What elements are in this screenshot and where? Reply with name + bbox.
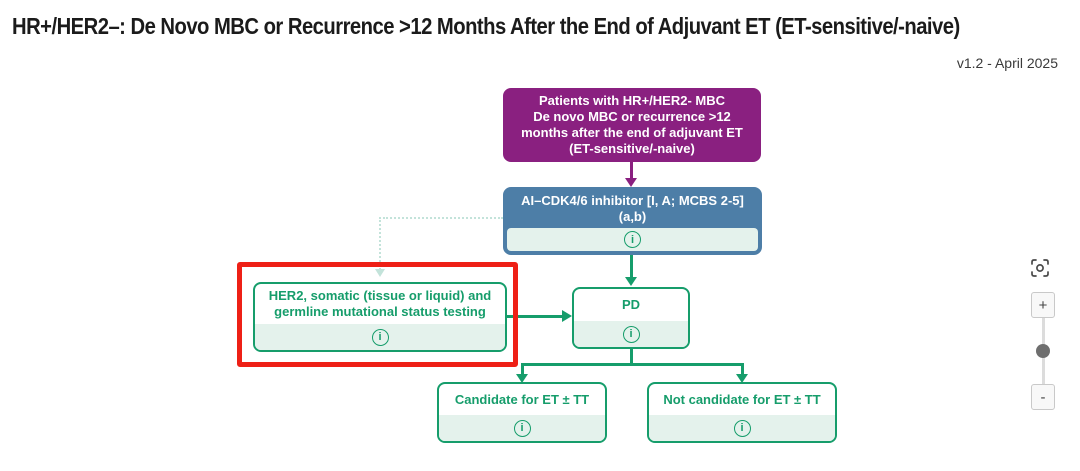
node-ai-cdk46-inhibitor[interactable]: AI–CDK4/6 inhibitor [I, A; MCBS 2-5] (a,… [503,187,762,255]
zoom-in-button[interactable]: + [1031,292,1055,318]
node-testing-text: HER2, somatic (tissue or liquid) and ger… [255,284,505,324]
node-patients-line: months after the end of adjuvant ET [521,125,743,140]
info-icon[interactable]: i [371,328,389,346]
info-icon[interactable]: i [622,325,640,343]
node-patients-line: De novo MBC or recurrence >12 [533,109,731,124]
arrow-patients-to-treatment [630,162,633,180]
arrow-treatment-to-pd [630,255,633,279]
arrowhead-patients-to-treatment [625,178,637,187]
arrowhead-treatment-to-pd [625,277,637,286]
version-label: v1.2 - April 2025 [956,55,1058,71]
node-patients-line: (ET-sensitive/-naive) [569,141,695,156]
node-candidate-label: Candidate for ET ± TT [454,391,590,407]
dashed-connector-horizontal [383,217,503,219]
info-strip[interactable]: i [574,321,688,347]
node-candidate-text: Candidate for ET ± TT [439,384,605,415]
info-strip[interactable]: i [439,415,605,441]
node-pd-text: PD [574,289,688,321]
info-icon[interactable]: i [624,231,641,248]
arrowhead-to-not-candidate [736,374,748,383]
info-strip[interactable]: i [649,415,835,441]
node-testing-line: HER2, somatic (tissue or liquid) and [268,288,492,303]
node-pd-label: PD [621,297,641,312]
node-not-candidate-label: Not candidate for ET ± TT [663,391,821,407]
info-icon[interactable]: i [733,419,751,437]
fit-view-icon [1031,259,1049,277]
page-title: HR+/HER2–: De Novo MBC or Recurrence >12… [12,13,960,39]
arrowhead-testing-to-pd [562,310,572,322]
info-icon[interactable]: i [513,419,531,437]
branch-stem-line [630,349,633,366]
arrowhead-to-candidate [516,374,528,383]
branch-left-line [521,363,524,376]
node-patients-text: Patients with HR+/HER2- MBC De novo MBC … [505,90,759,160]
node-candidate-et-tt[interactable]: Candidate for ET ± TT i [437,382,607,443]
info-strip[interactable]: i [507,228,758,251]
branch-right-line [741,363,744,376]
node-ai-cdk46-line: AI–CDK4/6 inhibitor [I, A; MCBS 2-5] [521,192,744,208]
fit-view-button[interactable] [1027,255,1053,281]
branch-horizontal-line [521,363,744,366]
dashed-connector-vertical [379,217,381,270]
zoom-out-button[interactable]: - [1031,384,1055,410]
node-testing-line: germline mutational status testing [274,304,486,319]
dashed-connector-arrowhead [375,269,385,277]
node-not-candidate-et-tt[interactable]: Not candidate for ET ± TT i [647,382,837,443]
node-pd[interactable]: PD i [572,287,690,349]
node-ai-cdk46-line: (a,b) [618,208,647,224]
arrow-testing-to-pd [507,315,564,318]
node-patients[interactable]: Patients with HR+/HER2- MBC De novo MBC … [503,88,761,162]
node-ai-cdk46-text: AI–CDK4/6 inhibitor [I, A; MCBS 2-5] (a,… [505,189,760,228]
zoom-slider-handle[interactable] [1036,344,1050,358]
info-strip[interactable]: i [255,324,505,350]
node-patients-line: Patients with HR+/HER2- MBC [539,93,725,108]
node-mutational-status-testing[interactable]: HER2, somatic (tissue or liquid) and ger… [253,282,507,352]
node-not-candidate-text: Not candidate for ET ± TT [649,384,835,415]
